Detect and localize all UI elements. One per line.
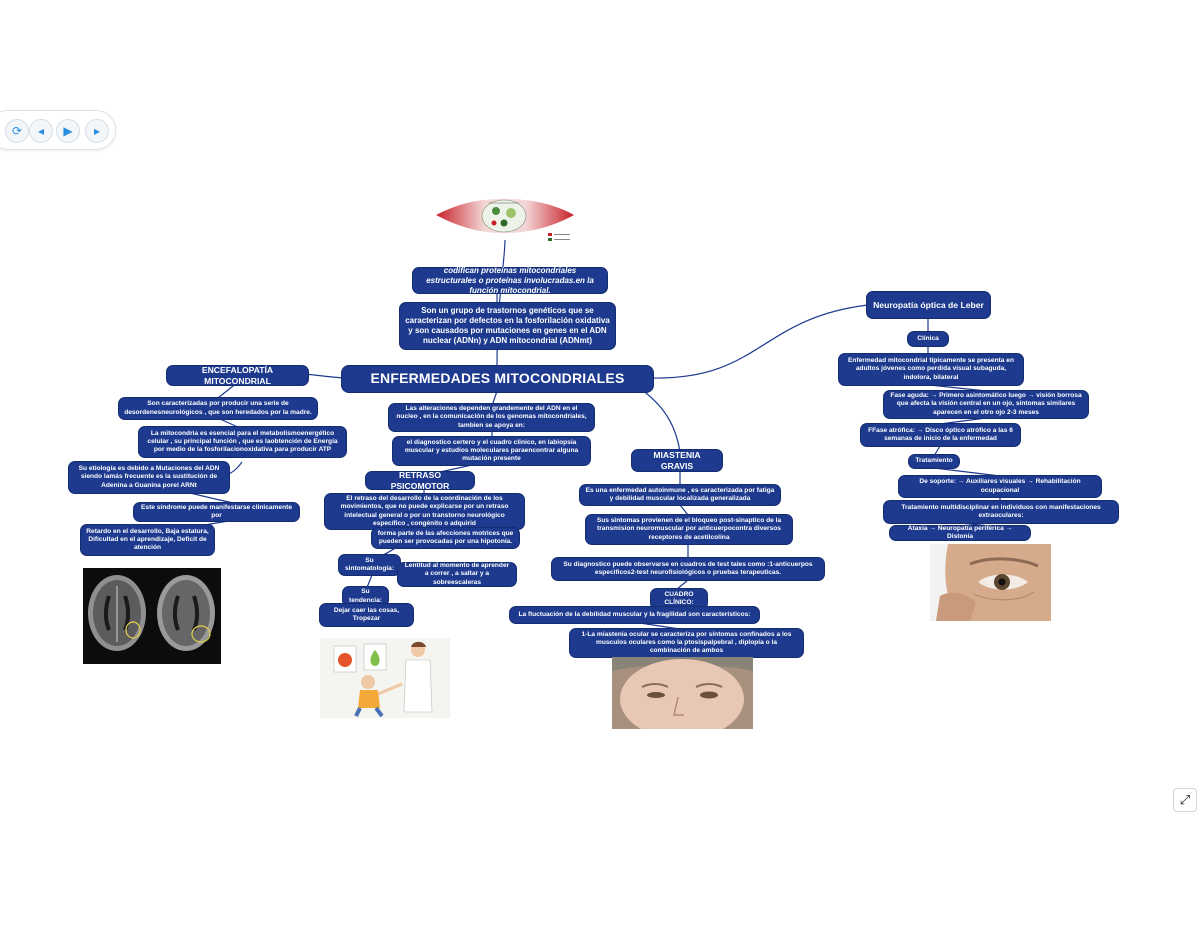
encefalopatia-title: ENCEFALOPATÍA MITOCONDRIAL	[167, 365, 308, 386]
retraso-n2: forma parte de las afecciones motrices q…	[372, 528, 519, 548]
retraso-n1: El retraso del desarrollo de la coordina…	[325, 494, 524, 529]
fullscreen-icon[interactable]: ⤢	[1173, 788, 1197, 812]
encefalopatia-n2: La mitocondria es esencial para el metab…	[139, 427, 346, 457]
brain-mri-image	[83, 568, 221, 664]
miastenia-n5: 1-La miastenia ocular se caracteriza por…	[570, 629, 803, 657]
play-icon[interactable]: ▶	[56, 119, 80, 143]
retraso-title: RETRASO PSICOMOTOR	[366, 470, 474, 491]
top-italic-node: codifican proteínas mitocondriales estru…	[413, 266, 607, 295]
eye-photo	[930, 544, 1051, 621]
encefalopatia-n3: Su etiología es debido a Mutaciones del …	[69, 462, 229, 493]
retraso-n3: Lentitud al momento de aprender a correr…	[398, 562, 516, 586]
leber-n5: Tratamiento multidisciplinar en individu…	[884, 501, 1118, 523]
leber-title: Neuropatía óptica de Leber	[867, 292, 990, 318]
leber-n2: Fase aguda: → Primero asintomático luego…	[884, 391, 1088, 418]
miastenia-cuadro: CUADRO CLÍNICO:	[651, 589, 707, 609]
presentation-toolbar: ⟳ ◂ ▶ ▸	[0, 110, 116, 150]
definition-node: Son un grupo de trastornos genéticos que…	[400, 303, 615, 349]
mitochondria-illustration	[434, 193, 576, 245]
refresh-icon[interactable]: ⟳	[5, 119, 29, 143]
leber-n4: De soporte: → Auxiliares visuales → Reha…	[899, 476, 1101, 497]
retraso-n4: Dejar caer las cosas, Tropezar	[320, 604, 413, 626]
forward-icon[interactable]: ▸	[85, 119, 109, 143]
root-node: ENFERMEDADES MITOCONDRIALES	[342, 366, 653, 392]
encefalopatia-n4: Este síndrome puede manifestarse clinica…	[134, 503, 299, 521]
child-therapy-illustration	[320, 638, 450, 718]
ptosis-face-photo	[612, 657, 753, 729]
miastenia-title: MIASTENIA GRAVIS	[632, 450, 722, 471]
leber-n3: FFase atrófica: → Disco óptico atrófico …	[861, 424, 1020, 446]
leber-n6: Ataxia → Neuropatía periférica → Distoní…	[890, 525, 1030, 540]
back-icon[interactable]: ◂	[29, 119, 53, 143]
leber-n1: Enfermedad mitocondrial típicamente se p…	[839, 354, 1023, 385]
miastenia-n3: Su diagnostico puede observarse en cuadr…	[552, 558, 824, 580]
miastenia-n4: La fluctuación de la debilidad muscular …	[510, 607, 759, 623]
retraso-tendencia: Su tendencia:	[343, 587, 388, 606]
leber-clinica: Clínica	[908, 332, 948, 346]
retraso-sintomatologia: Su sintomatología:	[339, 555, 400, 575]
diagnostico-node: el diagnostico certero y el cuadro clini…	[393, 437, 590, 465]
encefalopatia-n5: Retardo en el desarrollo, Baja estatura,…	[81, 525, 214, 555]
encefalopatia-n1: Son caracterizadas por producir una seri…	[119, 398, 317, 419]
miastenia-n2: Sus sintomas provienen de el bloqueo pos…	[586, 515, 792, 544]
miastenia-n1: Es una enfermedad autoinmune , es caract…	[580, 485, 780, 505]
alteraciones-node: Las alteraciones dependen grandemente de…	[389, 404, 594, 431]
leber-tratamiento: Tratamiento	[909, 455, 959, 468]
